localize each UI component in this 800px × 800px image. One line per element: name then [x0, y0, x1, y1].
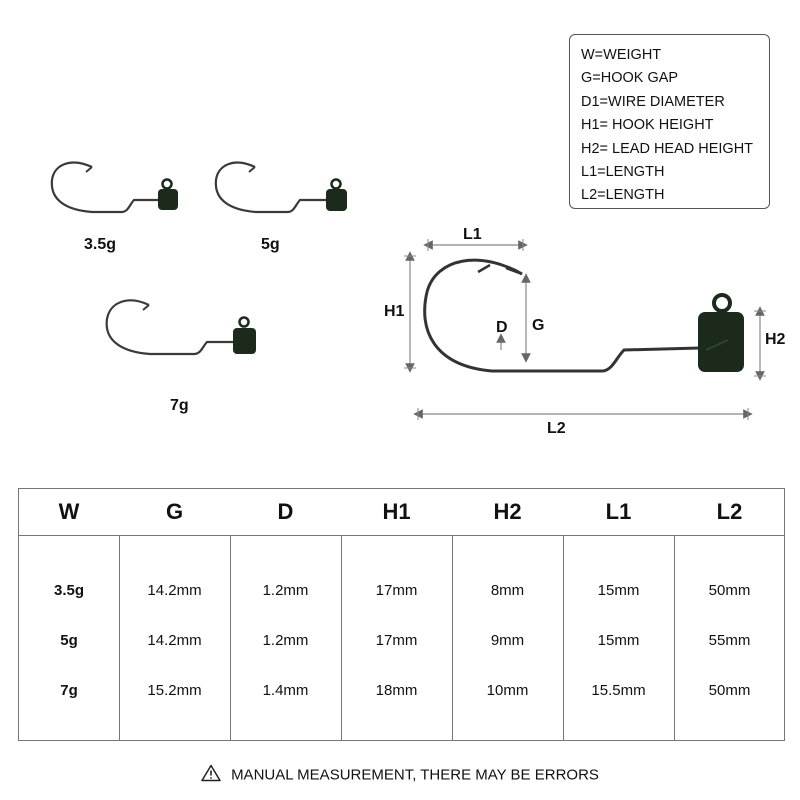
table-cell-length-2: 55mm [708, 632, 751, 649]
table-divider [452, 535, 453, 740]
dim-label-h1: H1 [384, 303, 405, 320]
table-cell-hook-gap: 14.2mm [147, 632, 202, 649]
table-header-h1: H1 [382, 499, 411, 524]
table-cell-hook-height: 17mm [375, 632, 418, 649]
table-divider [230, 535, 231, 740]
hooks-illustration [50, 161, 766, 420]
table-header-d: D [277, 499, 294, 524]
hook-label-7g: 7g [170, 397, 189, 414]
dim-label-h2: H2 [765, 331, 786, 348]
hook-label-5g: 5g [261, 236, 280, 253]
table-cell-lead-head-height: 9mm [490, 632, 525, 649]
table-cell-weight: 7g [60, 682, 78, 699]
table-cell-wire-diameter: 1.2mm [262, 632, 309, 649]
legend-line-length-2: L2=LENGTH [581, 187, 665, 204]
dim-label-g: G [532, 317, 545, 334]
table-divider [674, 535, 675, 740]
table-header-l2: L2 [716, 499, 743, 524]
table-cell-length-1: 15mm [597, 582, 640, 599]
table-header-g: G [165, 499, 184, 524]
spec-table: W G D H1 H2 L1 L2 3.5g 14.2mm 1.2mm 17mm… [18, 488, 785, 741]
warning-triangle-icon [201, 764, 221, 786]
table-cell-hook-height: 17mm [375, 582, 418, 599]
legend-line-lead-head-height: H2= LEAD HEAD HEIGHT [581, 140, 754, 157]
table-divider [119, 535, 120, 740]
legend-line-wire-diameter: D1=WIRE DIAMETER [581, 93, 725, 110]
table-cell-wire-diameter: 1.4mm [262, 682, 309, 699]
legend-line-length-1: L1=LENGTH [581, 164, 665, 181]
dimension-lines [404, 239, 766, 420]
hook-5g-image [214, 161, 347, 214]
table-cell-hook-height: 18mm [375, 682, 418, 699]
hook-3-5g-image [50, 161, 178, 214]
hook-label-3-5g: 3.5g [84, 236, 117, 253]
table-cell-wire-diameter: 1.2mm [262, 582, 309, 599]
table-cell-hook-gap: 14.2mm [147, 582, 202, 599]
table-cell-length-2: 50mm [708, 582, 751, 599]
table-header-l1: L1 [605, 499, 632, 524]
disclaimer: MANUAL MEASUREMENT, THERE MAY BE ERRORS [0, 764, 800, 786]
legend-line-weight: W=WEIGHT [581, 47, 662, 63]
disclaimer-text: MANUAL MEASUREMENT, THERE MAY BE ERRORS [231, 766, 599, 784]
table-cell-hook-gap: 15.2mm [147, 682, 202, 699]
table-cell-lead-head-height: 8mm [490, 582, 525, 599]
dimension-diagram-hook [423, 258, 744, 373]
table-header-h2: H2 [493, 499, 522, 524]
dim-label-d: D [496, 319, 508, 336]
hook-7g-image [105, 299, 256, 356]
legend-line-hook-gap: G=HOOK GAP [581, 70, 679, 87]
legend-box: W=WEIGHT G=HOOK GAP D1=WIRE DIAMETER H1=… [569, 34, 770, 209]
table-cell-length-1: 15.5mm [591, 682, 646, 699]
table-cell-weight: 3.5g [53, 582, 84, 599]
table-header-row: W G D H1 H2 L1 L2 [19, 489, 784, 536]
table-cell-length-1: 15mm [597, 632, 640, 649]
dim-label-l2: L2 [547, 420, 566, 437]
dim-label-l1: L1 [463, 226, 482, 243]
table-cell-lead-head-height: 10mm [486, 682, 529, 699]
table-cell-length-2: 50mm [708, 682, 751, 699]
table-header-w: W [58, 499, 80, 524]
table-cell-weight: 5g [60, 632, 78, 649]
legend-line-hook-height: H1= HOOK HEIGHT [581, 117, 714, 134]
table-divider [563, 535, 564, 740]
table-divider [341, 535, 342, 740]
